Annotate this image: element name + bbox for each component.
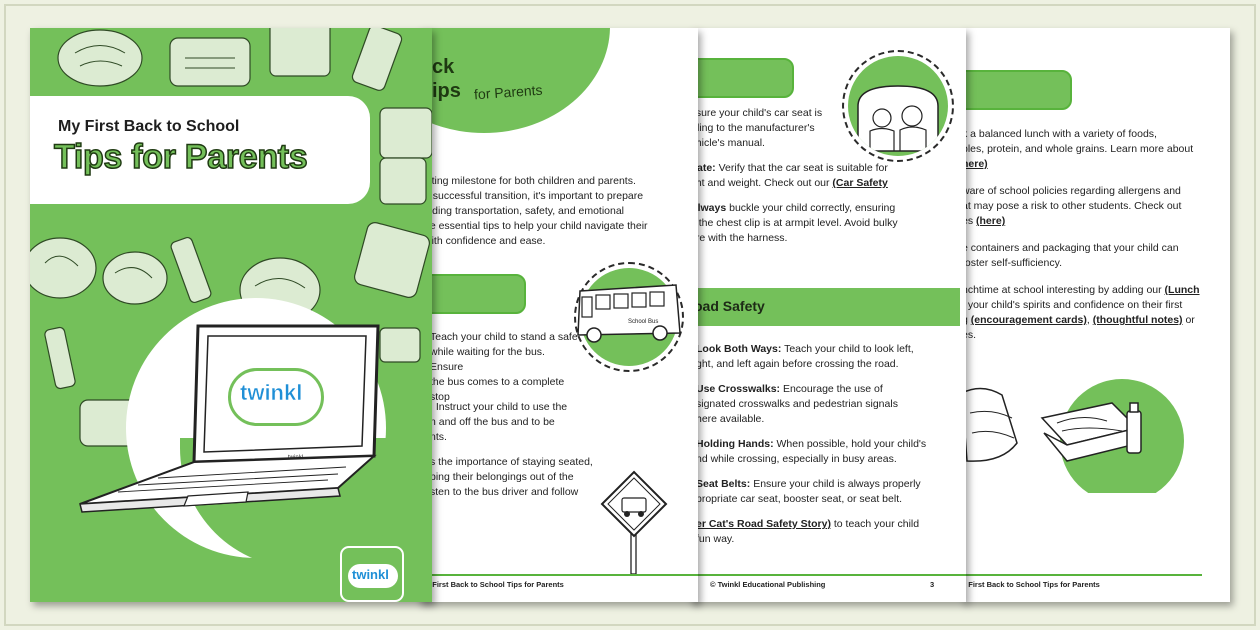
laptop-bezel-brand: twinkl <box>288 455 303 461</box>
bus-label: School Bus <box>628 319 658 325</box>
car-illustration <box>848 56 948 156</box>
twinkl-badge[interactable]: twinkl <box>340 546 404 602</box>
section-header-pill <box>962 70 1072 110</box>
laptop-illustration: twinkl <box>79 324 380 513</box>
bus-safety-header-pill <box>418 274 526 314</box>
link-thoughtful-notes[interactable]: (thoughtful notes) <box>1092 314 1183 326</box>
page-safety-tips: nsure your child's car seat is rding to … <box>690 28 966 602</box>
section-header-pill <box>690 58 794 98</box>
bus-tips-text-3: s the importance of staying seated, ping… <box>430 456 593 498</box>
preview-frame <box>4 4 1256 626</box>
footer-rule <box>690 574 966 576</box>
twinkl-badge-logo: twinkl <box>352 567 389 582</box>
title-card: My First Back to School Tips for Parents <box>30 96 370 204</box>
footer-copyright: © Twinkl Educational Publishing <box>710 580 826 589</box>
footer-rule <box>418 574 698 576</box>
page-intro-bus: ck ips for Parents citing milestone for … <box>418 28 698 602</box>
road-safety-text: Look Both Ways: Teach your child to look… <box>696 343 927 545</box>
cover-page: My First Back to School Tips for Parents… <box>30 28 432 602</box>
header-line-1: ck <box>432 56 455 78</box>
header-line-2: ips <box>432 80 461 102</box>
bus-tips-text-2: : Instruct your child to use the n and o… <box>430 401 568 443</box>
twinkl-logo-cloud <box>228 368 324 426</box>
bus-illustration-frame <box>574 262 684 372</box>
page-footer: y First Back to School Tips for Parents <box>962 580 1100 589</box>
footer-rule <box>962 574 1202 576</box>
link-lunch[interactable]: (Lunch <box>1164 284 1200 296</box>
page-footer: y First Back to School Tips for Parents <box>426 580 564 589</box>
road-safety-heading: oad Safety <box>694 298 765 314</box>
cover-pattern <box>30 28 432 447</box>
bus-tips-text: Teach your child to stand a safe while w… <box>430 331 578 403</box>
link-here-2[interactable]: (here) <box>976 215 1006 227</box>
cover-subtitle: My First Back to School <box>58 118 240 135</box>
link-encouragement-cards[interactable]: (encouragement cards) <box>970 314 1087 326</box>
twinkl-screen-logo: twinkl <box>240 380 303 406</box>
page-lunch-tips: k a balanced lunch with a variety of foo… <box>962 28 1230 602</box>
lunch-tips-text: k a balanced lunch with a variety of foo… <box>962 128 1200 341</box>
link-road-safety-story[interactable]: er Cat's Road Safety Story) <box>696 518 831 530</box>
car-illustration-frame <box>842 50 954 162</box>
lunchbox-illustration <box>962 379 1184 493</box>
cover-title: Tips for Parents <box>53 137 308 177</box>
road-safety-band <box>690 288 960 326</box>
crossing-sign-icon <box>600 470 668 575</box>
link-car-safety[interactable]: (Car Safety <box>832 177 888 189</box>
page-number: 3 <box>930 580 935 589</box>
link-here[interactable]: here) <box>962 158 988 170</box>
bus-illustration: School Bus <box>577 284 681 343</box>
intro-text: citing milestone for both children and p… <box>424 175 648 247</box>
car-seat-text: nsure your child's car seat is rding to … <box>690 107 898 244</box>
